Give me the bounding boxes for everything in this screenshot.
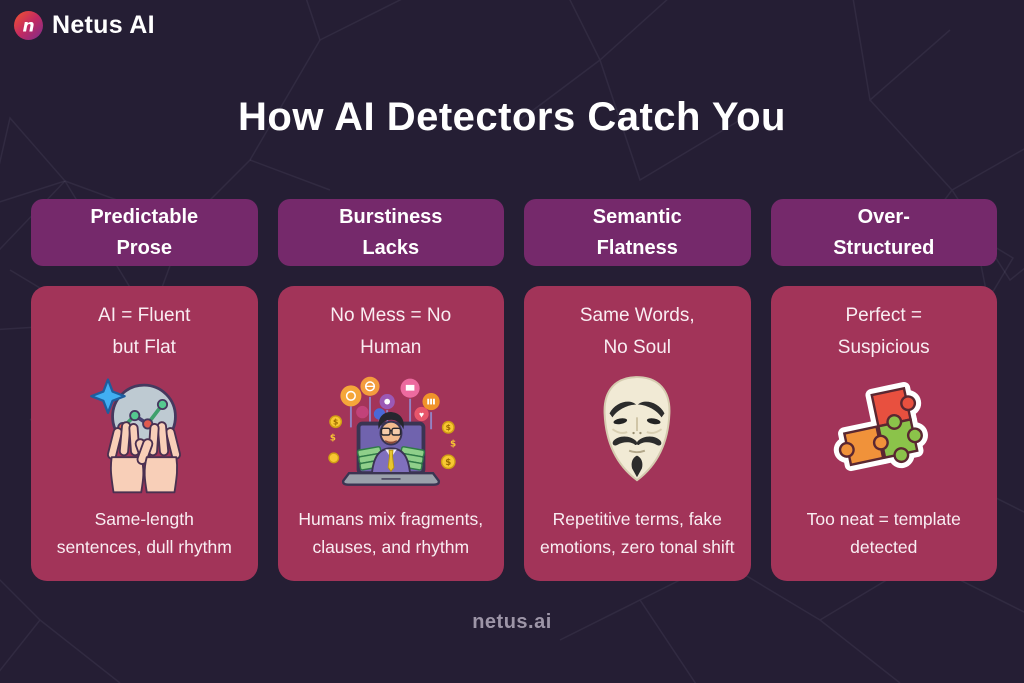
column-card: Same Words, No Soul [524, 286, 751, 581]
columns-grid: Predictable Prose AI = Fluent but Flat [31, 199, 997, 581]
badge-label-line1: Predictable [90, 205, 199, 228]
badge-label-line2: Prose [116, 236, 173, 259]
card-headline: AI = Fluent but Flat [98, 300, 190, 364]
column-burstiness-lacks: Burstiness Lacks No Mess = No Human [277, 199, 504, 581]
column-header-badge: Predictable Prose [31, 199, 258, 266]
card-caption: Too neat = template detected [807, 505, 961, 561]
hands-crystal-ball-chart-icon [83, 364, 205, 505]
anonymous-mask-icon [583, 364, 691, 505]
card-headline: No Mess = No Human [330, 300, 451, 364]
card-caption: Repetitive terms, fake emotions, zero to… [540, 505, 735, 561]
svg-text:$: $ [445, 458, 451, 468]
svg-text:$: $ [333, 417, 338, 426]
card-headline-line2: No Soul [603, 337, 672, 358]
card-caption-line2: clauses, and rhythm [312, 537, 470, 557]
netus-logo-icon: n [13, 10, 44, 41]
badge-label-line2: Flatness [596, 236, 678, 259]
footer: netus.ai [0, 611, 1024, 634]
card-headline-line1: Perfect = [845, 305, 923, 326]
badge-label-line1: Semantic [592, 205, 682, 228]
column-over-structured: Over- Structured Perfect = Suspicious [770, 199, 997, 581]
svg-text:$: $ [450, 439, 456, 449]
brand-header: n Netus AI [13, 10, 155, 41]
brand-name: Netus AI [52, 11, 155, 39]
badge-label-line2: Structured [833, 236, 935, 259]
card-headline-line2: Human [360, 337, 422, 358]
column-semantic-flatness: Semantic Flatness Same Words, No Soul [524, 199, 751, 581]
svg-text:♥: ♥ [419, 409, 424, 419]
column-header-badge: Over- Structured [770, 199, 997, 266]
card-caption-line1: Too neat = template [806, 509, 961, 529]
column-predictable-prose: Predictable Prose AI = Fluent but Flat [31, 199, 258, 581]
column-card: AI = Fluent but Flat [31, 286, 258, 581]
card-caption: Humans mix fragments, clauses, and rhyth… [298, 505, 483, 561]
card-caption-line1: Humans mix fragments, [298, 509, 484, 529]
svg-text:$: $ [445, 423, 450, 432]
puzzle-pieces-icon [820, 364, 948, 505]
card-caption-line1: Repetitive terms, fake [552, 509, 722, 529]
footer-url: netus.ai [472, 611, 552, 633]
card-headline-line1: No Mess = No [330, 305, 452, 326]
card-caption-line2: emotions, zero tonal shift [539, 537, 735, 557]
card-caption: Same-length sentences, dull rhythm [57, 505, 232, 561]
column-header-badge: Burstiness Lacks [277, 199, 504, 266]
page-title: How AI Detectors Catch You [238, 95, 786, 139]
column-card: Perfect = Suspicious [770, 286, 997, 581]
card-caption-line2: detected [850, 537, 918, 557]
column-card: No Mess = No Human [277, 286, 504, 581]
card-caption-line2: sentences, dull rhythm [56, 537, 232, 557]
svg-text:$: $ [330, 433, 336, 443]
column-header-badge: Semantic Flatness [524, 199, 751, 266]
card-headline-line1: Same Words, [579, 305, 695, 326]
badge-label-line2: Lacks [362, 236, 420, 259]
card-headline-line2: but Flat [112, 337, 176, 358]
card-headline-line2: Suspicious [837, 337, 930, 358]
card-headline: Same Words, No Soul [580, 300, 695, 364]
badge-label-line1: Over- [857, 205, 910, 228]
card-caption-line1: Same-length [94, 509, 194, 529]
money-man-laptop-icon: ♥ $ $ $ $ $ [324, 364, 458, 505]
card-headline: Perfect = Suspicious [838, 300, 930, 364]
card-headline-line1: AI = Fluent [98, 305, 191, 326]
svg-text:n: n [22, 17, 34, 37]
badge-label-line1: Burstiness [339, 205, 443, 228]
